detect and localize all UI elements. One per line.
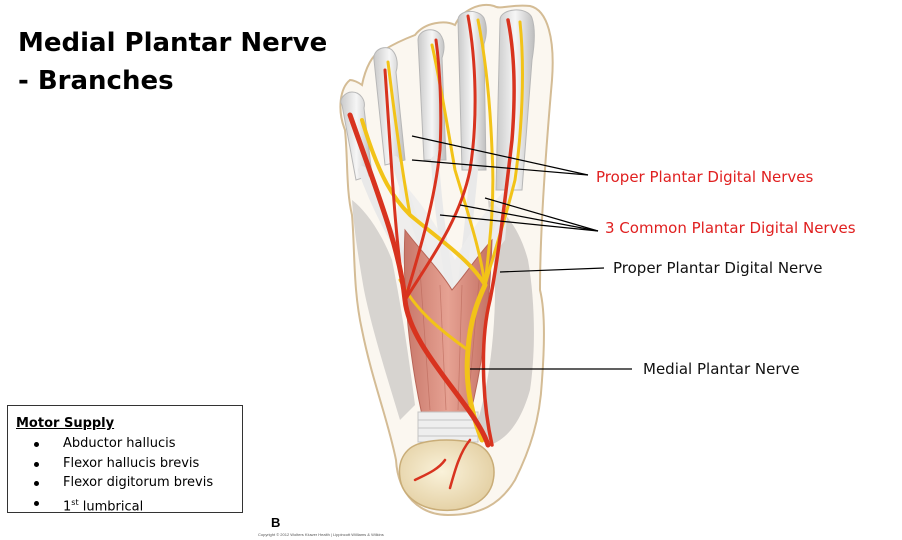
medial-sole-tissue	[352, 200, 415, 420]
motor-supply-item: Abductor hallucis	[16, 434, 234, 454]
title-line-1: Medial Plantar Nerve	[18, 28, 328, 58]
page-title: Medial Plantar Nerve - Branches	[18, 24, 327, 100]
motor-supply-title: Motor Supply	[16, 416, 115, 431]
motor-supply-list: Abductor hallucis Flexor hallucis brevis…	[16, 434, 234, 516]
label-proper-plantar-digital-nerves: Proper Plantar Digital Nerves	[596, 168, 814, 186]
motor-supply-box: Motor Supply Abductor hallucis Flexor ha…	[7, 405, 243, 516]
lumbrical-ordinal: 1	[63, 498, 72, 514]
label-common-plantar-digital-nerves: 3 Common Plantar Digital Nerves	[605, 219, 856, 237]
lumbrical-suffix: st	[71, 497, 79, 507]
motor-supply-item: Flexor hallucis brevis	[16, 454, 234, 474]
copyright-text: Copyright © 2012 Wolters Kluwer Health |…	[258, 532, 384, 537]
lumbrical-text: lumbrical	[78, 498, 144, 514]
label-proper-plantar-digital-nerve: Proper Plantar Digital Nerve	[613, 259, 823, 277]
lateral-sole-tissue	[478, 200, 534, 445]
tendon-band	[417, 411, 479, 443]
motor-supply-item: Flexor digitorum brevis	[16, 473, 234, 493]
figure-letter: B	[271, 515, 281, 530]
motor-supply-item-lumbrical: 1st lumbrical	[16, 493, 234, 517]
label-medial-plantar-nerve: Medial Plantar Nerve	[643, 360, 800, 378]
heel-bone	[398, 439, 495, 512]
arteries	[347, 14, 516, 490]
title-line-2: - Branches	[18, 66, 174, 96]
leader-lines	[411, 135, 632, 370]
